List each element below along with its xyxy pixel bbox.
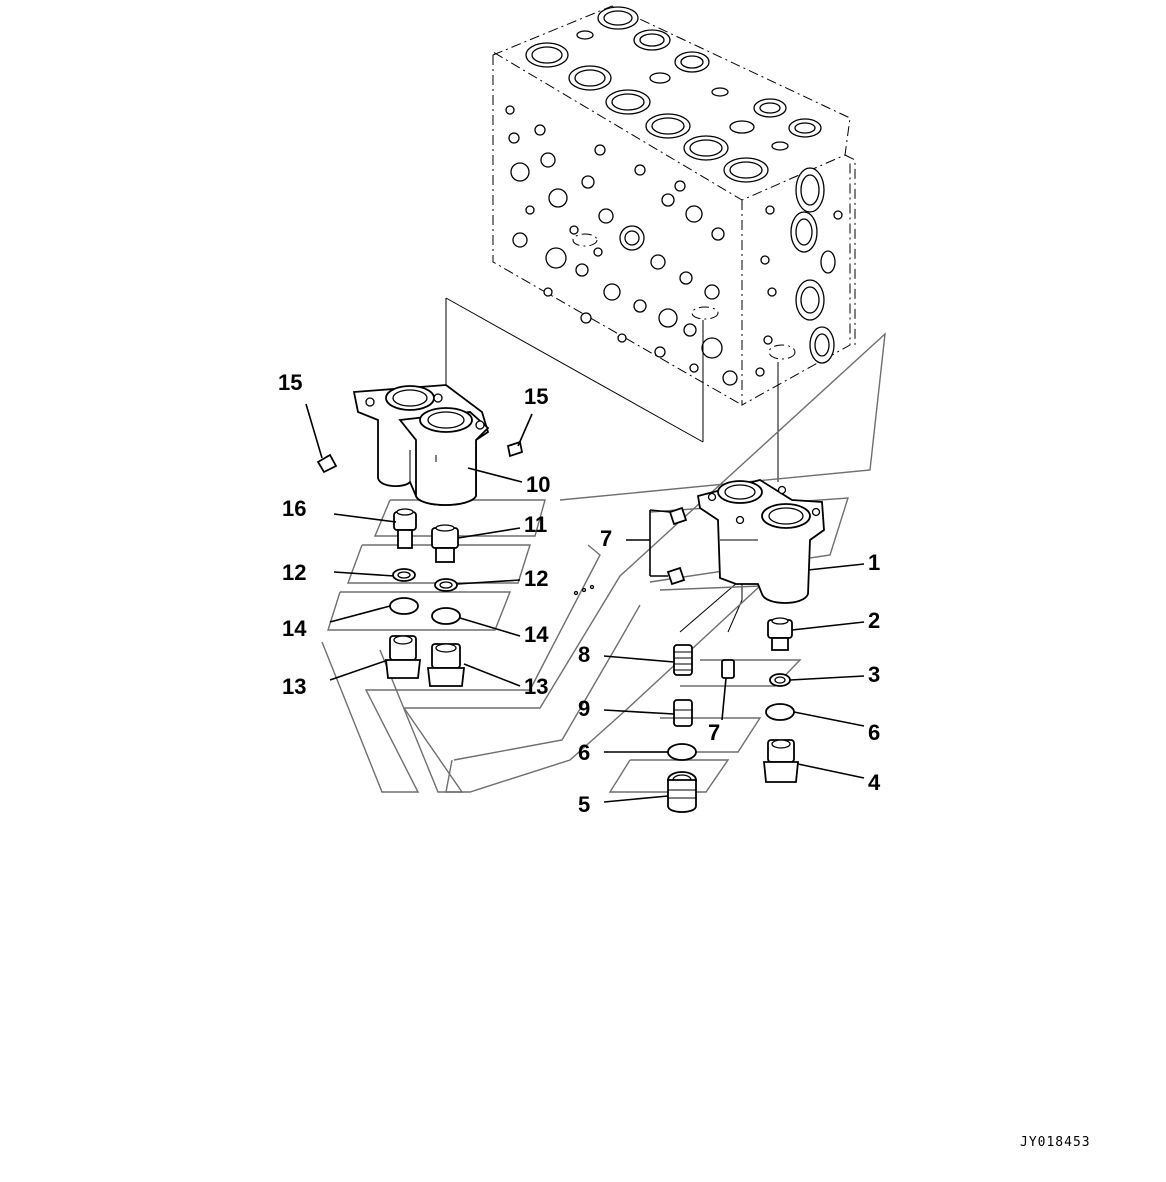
label-6-left: 6 bbox=[578, 740, 590, 765]
label-9: 9 bbox=[578, 696, 590, 721]
part-8-spring bbox=[673, 644, 693, 676]
part-2-valve bbox=[767, 617, 793, 651]
label-16: 16 bbox=[282, 496, 306, 521]
label-8: 8 bbox=[578, 642, 590, 667]
label-13-left: 13 bbox=[282, 674, 306, 699]
label-14-right: 14 bbox=[524, 622, 549, 647]
label-6-right: 6 bbox=[868, 720, 880, 745]
part-14-oring-right bbox=[431, 607, 461, 625]
label-1: 1 bbox=[868, 550, 880, 575]
label-12-left: 12 bbox=[282, 560, 306, 585]
part-9-spool bbox=[673, 699, 693, 727]
label-2: 2 bbox=[868, 608, 880, 633]
label-7-upper: 7 bbox=[600, 526, 612, 551]
part-7-plug-upper-a bbox=[668, 506, 688, 526]
valve-block bbox=[492, 5, 856, 406]
label-15-left: 15 bbox=[278, 370, 302, 395]
label-15-right: 15 bbox=[524, 384, 548, 409]
part-4-plug bbox=[763, 739, 799, 783]
part-6-oring-right bbox=[765, 703, 795, 721]
part-13-plug-left bbox=[384, 635, 422, 679]
label-12-right: 12 bbox=[524, 566, 548, 591]
part-1-housing bbox=[696, 479, 825, 604]
part-13-plug-right bbox=[426, 643, 466, 687]
block-front-holes bbox=[505, 105, 738, 386]
part-10-housing bbox=[352, 384, 490, 506]
part-16-valve bbox=[393, 508, 417, 549]
part-14-oring-left bbox=[389, 597, 419, 615]
part-7-plug-lower bbox=[721, 659, 735, 679]
label-3: 3 bbox=[868, 662, 880, 687]
part-5-plug bbox=[667, 771, 697, 813]
block-side-holes bbox=[755, 167, 843, 377]
callout-labels: 15 15 10 16 11 12 12 14 14 13 13 7 1 2 8… bbox=[278, 370, 881, 817]
part-3-ring bbox=[769, 673, 791, 687]
block-top-ports bbox=[525, 6, 822, 183]
part-15-plug-right bbox=[506, 440, 524, 458]
label-11: 11 bbox=[524, 512, 547, 537]
part-12-ring-left bbox=[392, 568, 416, 582]
part-6-oring-left bbox=[667, 743, 697, 761]
small-dots bbox=[573, 584, 595, 596]
label-5: 5 bbox=[578, 792, 590, 817]
reference-code: JY018453 bbox=[1020, 1135, 1091, 1150]
part-11-valve bbox=[431, 524, 459, 563]
leader-lines bbox=[305, 403, 865, 803]
label-14-left: 14 bbox=[282, 616, 307, 641]
label-7-lower: 7 bbox=[708, 720, 720, 745]
part-15-plug-left bbox=[316, 453, 338, 474]
label-4: 4 bbox=[868, 770, 881, 795]
part-12-ring-right bbox=[434, 578, 458, 592]
label-13-right: 13 bbox=[524, 674, 548, 699]
label-10: 10 bbox=[526, 472, 550, 497]
part-7-plug-upper-b bbox=[666, 566, 686, 586]
